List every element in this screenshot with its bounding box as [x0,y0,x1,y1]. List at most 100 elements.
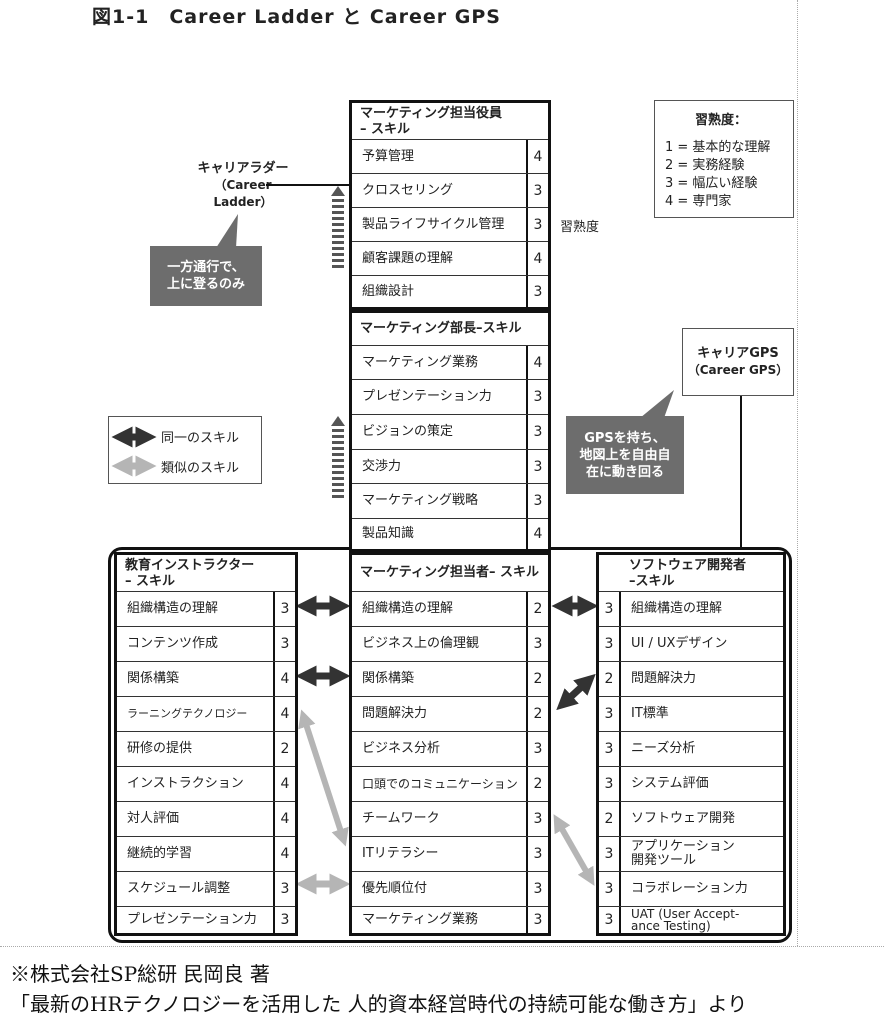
skill-level: 3 [526,627,548,661]
skill-level: 2 [273,732,295,766]
box-header-line: ソフトウェア開発者 [629,558,747,573]
skill-name: 製品知識 [362,526,415,541]
skill-level: 4 [526,242,548,275]
skill-level: 3 [599,592,621,626]
career-gps-label: キャリアGPS （Career GPS） [682,328,794,396]
skill-row: 3 UAT (User Accept- ance Testing) [599,906,783,933]
career-gps-en: （Career GPS） [687,363,789,377]
skill-name: マーケティング戦略 [362,493,478,508]
legend-same-skill-label: 同一のスキル [161,431,240,446]
box-header-line: マーケティング担当役員 [360,106,502,121]
skill-level: 4 [526,346,548,379]
ladder-callout-pointer [216,214,238,248]
skill-level: 3 [526,732,548,766]
skill-row: 継続的学習 4 [117,836,295,871]
skill-level: 3 [599,872,621,906]
skill-name: IT標準 [631,706,669,721]
skill-name: 予算管理 [362,148,415,164]
skill-level: 3 [273,627,295,661]
skill-level: 3 [273,592,295,626]
source-book-title: 「最新のHRテクノロジーを活用した 人的資本経営時代の持続可能な働き方」より [10,992,748,1016]
skill-name: ラーニングテクノロジー [127,707,248,720]
skill-name: 継続的学習 [127,846,193,861]
skill-name: ビジョンの策定 [362,424,454,439]
skill-row: 予算管理 4 [352,139,548,173]
similar-skill-arrow-teamwork [553,814,595,886]
proficiency-legend: 習熟度： 1 = 基本的な理解 2 = 実務経験 3 = 幅広い経験 4 = 専… [654,100,794,218]
skill-level: 3 [273,872,295,906]
skill-name: コラボレーション力 [631,881,748,896]
skill-name: マーケティング業務 [362,354,478,370]
proficiency-legend-title: 習熟度： [695,113,748,128]
skill-level: 3 [526,484,548,518]
skill-level: 2 [526,767,548,801]
skill-name: 関係構築 [127,671,180,686]
career-gps-jp: キャリアGPS [697,346,779,361]
ladder-up-arrow-top [331,186,345,268]
marketing-executive-header: マーケティング担当役員 – スキル [352,103,548,139]
skill-level: 3 [526,837,548,871]
skill-level: 3 [526,802,548,836]
skill-level: 3 [599,697,621,731]
skill-level: 2 [526,592,548,626]
skill-level: 2 [526,697,548,731]
career-ladder-en1: （Career [214,178,272,192]
skill-row: マーケティング戦略 3 [352,483,548,518]
gps-callout-line: GPSを持ち、 [584,430,666,446]
skill-row: 3 IT標準 [599,696,783,731]
ladder-callout: 一方通行で、 上に登るのみ [150,246,262,306]
skill-name: ニーズ分析 [631,741,696,756]
skill-row: 研修の提供 2 [117,731,295,766]
skill-name: システム評価 [631,776,709,791]
skill-name: UAT (User Accept- ance Testing) [631,907,740,933]
skill-name: マーケティング業務 [362,912,478,927]
skill-row: ビジネス分析 3 [352,731,548,766]
skill-name: アプリケーション 開発ツール [631,839,735,868]
skill-level: 4 [273,802,295,836]
skill-name: 関係構築 [362,671,415,686]
skill-level: 3 [599,907,621,933]
skill-level: 3 [526,450,548,483]
skill-level: 4 [526,519,548,549]
skill-name: 研修の提供 [127,741,193,756]
skill-name: 組織設計 [362,283,415,299]
box-header-line: –スキル [629,574,675,589]
skill-level: 4 [273,837,295,871]
skill-name: 口頭でのコミュニケーション [362,777,518,791]
skill-row: プレゼンテーション力 3 [117,906,295,933]
skill-name: プレゼンテーション力 [127,912,257,927]
source-credit: ※株式会社SP総研 民岡良 著 [10,962,270,986]
skill-row: 組織構造の理解 2 [352,591,548,626]
gps-callout-pointer [640,390,674,418]
skill-name: ビジネス分析 [362,741,441,756]
gps-callout-line: 在に動き回る [585,464,664,480]
proficiency-legend-item: 4 = 専門家 [665,194,732,209]
skill-level: 4 [526,140,548,173]
skill-level: 3 [273,907,295,933]
skill-name: 組織構造の理解 [362,601,454,616]
skill-row: ITリテラシー 3 [352,836,548,871]
skill-name: ITリテラシー [362,846,439,861]
marketing-staff-header: マーケティング担当者– スキル [360,565,539,580]
dotted-border-bottom [0,946,884,947]
skill-level: 3 [526,872,548,906]
education-instructor-header: 教育インストラクター – スキル [117,555,295,591]
